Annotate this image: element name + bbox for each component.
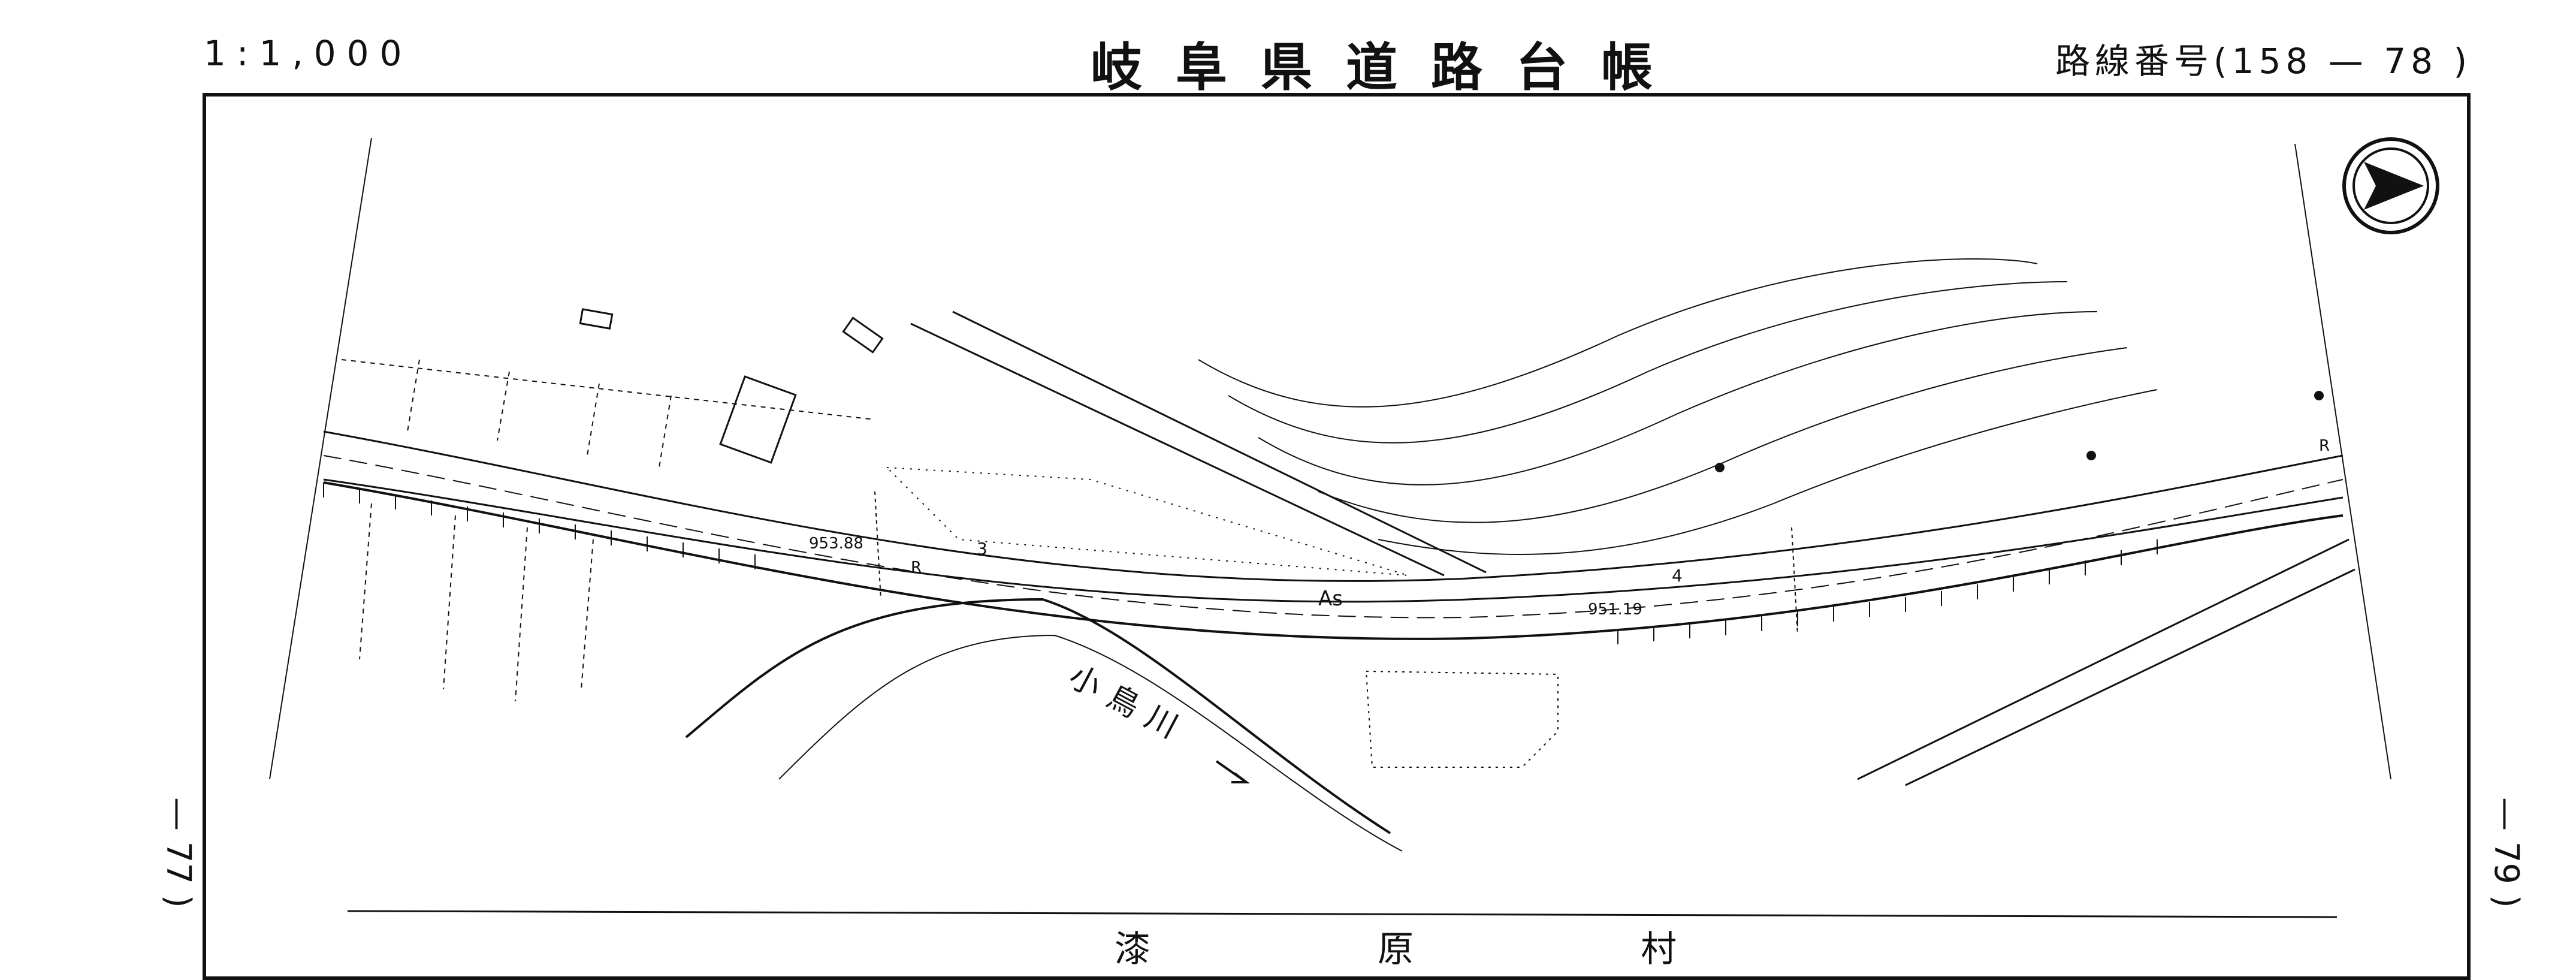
branch-road-2	[952, 310, 1487, 574]
road-edge-north	[323, 430, 2344, 582]
match-line-1	[874, 491, 881, 600]
sheet-edge-right	[2294, 143, 2391, 780]
elevation-label: 951.19	[1588, 601, 1642, 619]
station-label: 4	[1672, 566, 1683, 586]
road-centerline	[323, 455, 2344, 619]
road-edge-south	[323, 481, 2344, 640]
contour-2	[1228, 281, 2068, 444]
sheet-edge-left	[269, 137, 372, 780]
contour-1	[1198, 258, 2038, 408]
survey-point	[1715, 463, 1725, 472]
branch-road-1	[910, 322, 1445, 577]
building-2	[579, 308, 614, 330]
north-arrow-icon	[2342, 137, 2439, 234]
building-1	[719, 375, 797, 464]
elevation-label: 953.88	[809, 535, 863, 553]
road-edge-north-2	[323, 478, 2344, 603]
se-road-2	[1905, 568, 2355, 786]
river-name: 小鳥川	[1063, 659, 1194, 751]
previous-sheet-ref: — 77 )	[159, 797, 198, 908]
match-line-2	[1791, 527, 1798, 636]
route-number: 路線番号(158 — 78 )	[2055, 41, 2472, 82]
legend-divider	[347, 910, 2338, 918]
river-bank-1	[685, 598, 1391, 834]
building-3	[842, 316, 884, 354]
footer-text: 漆 原 村	[1115, 928, 1785, 970]
r-label: R	[2319, 437, 2330, 455]
page-title: 岐阜県道路台帳	[1091, 37, 1686, 98]
station-label: 3	[977, 539, 987, 559]
survey-point	[2314, 391, 2324, 400]
river-bank-2	[778, 634, 1403, 852]
road-map: 953.88 951.19 As 3 4 R R 小鳥川	[269, 137, 2439, 918]
parcel-boundary	[341, 359, 875, 468]
pavement-label: As	[1318, 587, 1343, 611]
map-scale: 1:1,000	[204, 33, 413, 74]
slope-ticks-south	[323, 483, 2158, 644]
contour-3	[1258, 311, 2098, 486]
dotted-area	[885, 466, 1409, 576]
r-label: R	[911, 559, 922, 577]
plaza-boundary	[1365, 670, 1559, 768]
contour-5	[1378, 389, 2158, 555]
contour-4	[1318, 347, 2128, 523]
se-road-1	[1857, 538, 2349, 780]
flow-arrow-icon	[1215, 760, 1250, 783]
next-sheet-ref: — 79 )	[2487, 797, 2526, 908]
survey-point	[2086, 451, 2096, 460]
parcel-boundary-south	[359, 503, 594, 702]
